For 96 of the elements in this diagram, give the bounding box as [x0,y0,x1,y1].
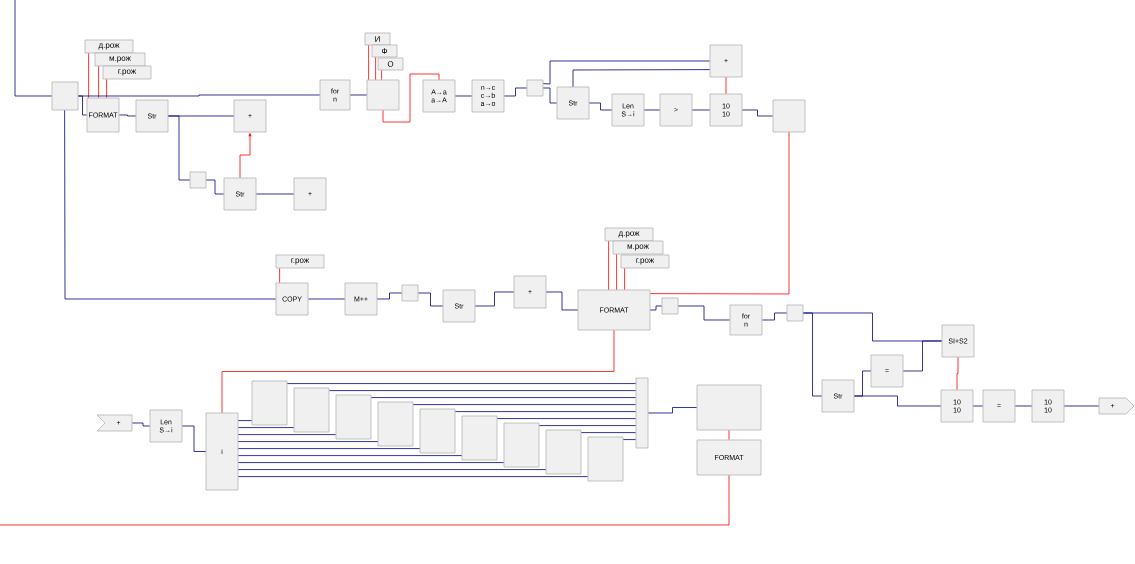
wire [256,193,294,195]
splitter-block [189,171,207,189]
memo-block [335,394,372,440]
wire [238,427,294,428]
wire [692,109,710,111]
wire [572,69,710,87]
memo-block [251,380,288,426]
wire [413,404,636,405]
wire [623,439,636,440]
memo-block [587,436,624,482]
text-constant: И [364,32,391,46]
wire [238,462,504,463]
wire [543,60,710,85]
wire [382,73,440,123]
wire [455,411,636,412]
memo-block [419,408,456,454]
wire [106,79,107,98]
wire [504,87,527,97]
wire [88,53,89,98]
wire [903,340,942,372]
wire [589,102,612,111]
wire [238,469,546,470]
wire [329,390,636,391]
wire [854,395,941,407]
text-constant: г.рож [620,254,670,269]
wire [648,407,697,414]
wire [98,66,99,98]
wire [206,179,224,195]
wire [418,292,443,307]
wire [973,405,983,407]
wire [742,109,773,117]
wire [64,110,276,300]
splitter-block [635,377,649,449]
component-block [772,99,806,133]
wire [616,254,617,290]
wire [238,455,462,456]
wire [728,430,730,440]
splitter-block [51,81,79,111]
text-constant: г.рож [275,254,325,269]
wire [644,109,660,111]
wire [1064,405,1099,407]
memo-block [461,415,498,461]
wire [546,291,578,311]
splitter-block [786,304,804,322]
wire [14,0,52,97]
wire [762,312,787,321]
memo-block [377,401,414,447]
wire [287,383,636,384]
wire [475,291,514,307]
wire [119,114,136,117]
wire [132,422,150,427]
wire [725,77,727,94]
wire [581,432,636,433]
text-constant: м.рож [612,240,664,255]
wire [377,292,402,300]
wire [238,441,378,442]
wire [650,305,662,311]
wire [956,357,959,390]
wire [678,305,730,321]
wire [381,70,382,80]
wire [455,95,472,97]
wire [238,448,420,449]
wire [182,425,206,452]
text-constant: Ф [371,44,398,58]
wire [308,298,345,300]
wire [221,330,615,413]
wire [238,476,588,477]
wire [279,268,280,283]
component-block [366,79,400,111]
wire [350,94,367,96]
text-constant: О [377,57,404,71]
wire [608,241,609,290]
wire [375,57,376,80]
wire [497,418,636,419]
wire [1015,405,1032,407]
wire [0,475,730,526]
splitter-block [526,79,544,97]
wire [368,45,369,80]
wire [624,268,625,290]
wire [803,312,822,397]
wire [543,87,557,104]
text-constant: г.рож [102,65,152,80]
memo-block [503,422,540,468]
wire [78,94,320,97]
memo-block [293,387,330,433]
wire [539,425,636,426]
splitter-block [401,284,419,302]
wire [650,132,790,295]
wire [238,420,252,421]
memo-block [545,429,582,475]
wire [239,133,252,178]
splitter-block [661,297,679,315]
component-block [696,384,762,431]
wire [168,115,190,181]
wire [238,434,336,435]
wire [371,397,636,398]
